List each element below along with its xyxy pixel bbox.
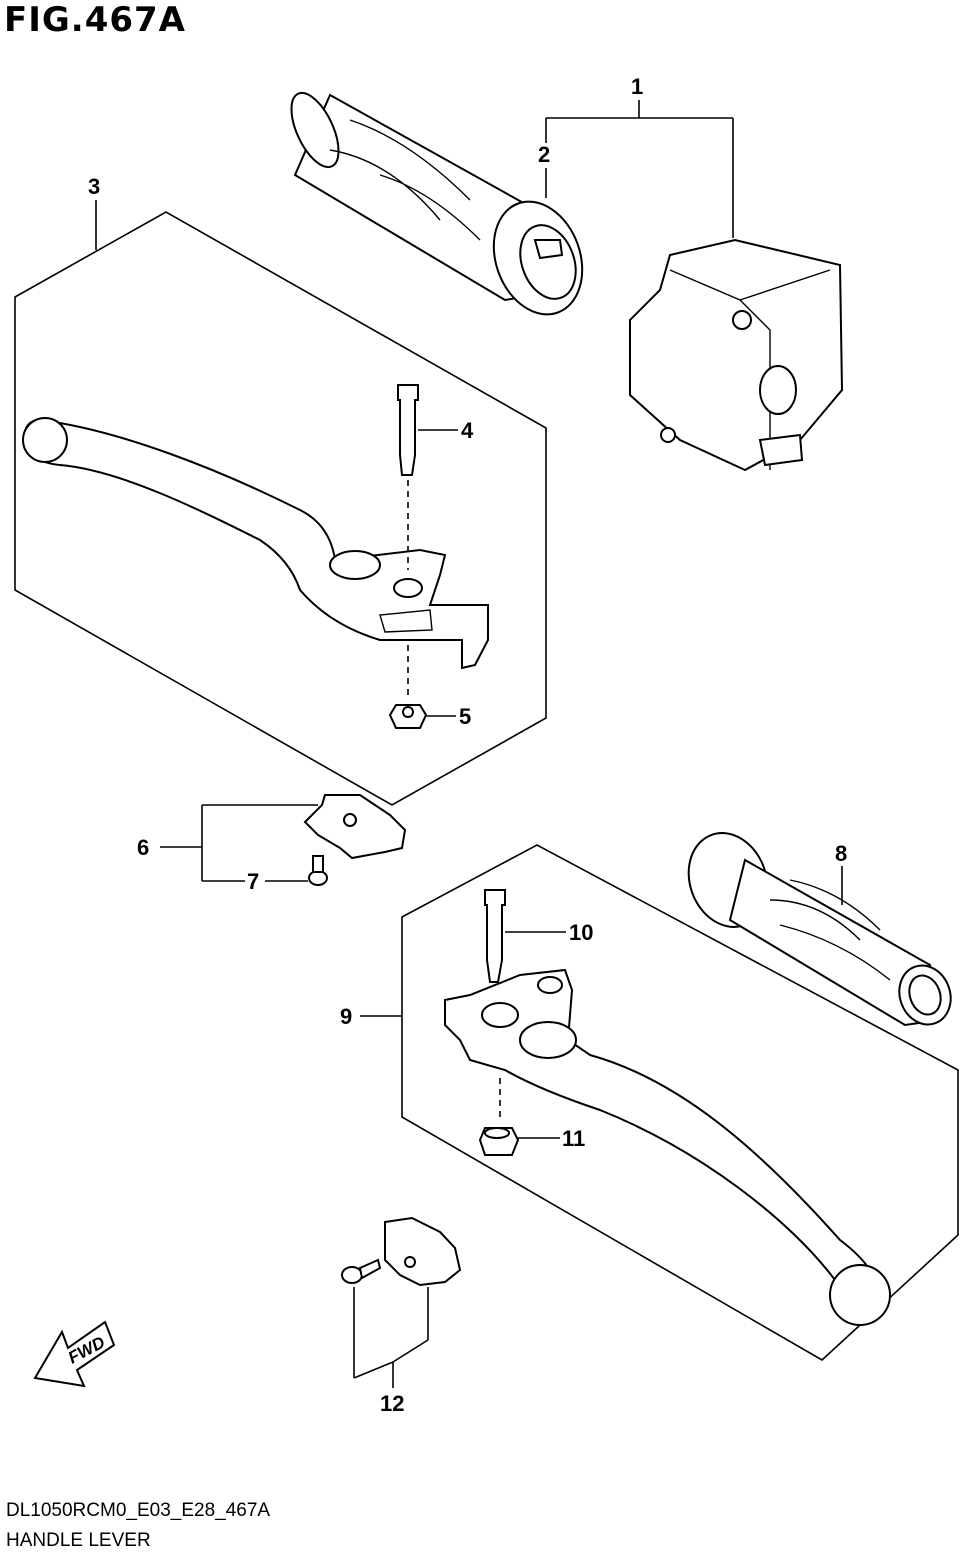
callout-9[interactable]: 9 — [340, 1004, 352, 1029]
callout-2[interactable]: 2 — [538, 142, 550, 167]
clutch-switch[interactable] — [341, 1216, 462, 1287]
callout-4[interactable]: 4 — [461, 418, 474, 443]
callout-7[interactable]: 7 — [247, 869, 259, 894]
callout-1[interactable]: 1 — [631, 74, 643, 99]
clutch-pivot-nut[interactable] — [478, 1078, 520, 1156]
leader-lines — [95, 100, 843, 1388]
figure-name: HANDLE LEVER — [6, 1530, 151, 1551]
throttle-grip[interactable] — [282, 86, 598, 327]
callout-5[interactable]: 5 — [459, 704, 471, 729]
callout-3[interactable]: 3 — [88, 174, 100, 199]
pivot-nut[interactable] — [388, 645, 428, 729]
callout-8[interactable]: 8 — [835, 841, 847, 866]
left-grip[interactable] — [676, 822, 959, 1032]
clutch-lever-frame — [401, 844, 959, 1361]
clutch-lever[interactable] — [444, 968, 891, 1326]
callout-10[interactable]: 10 — [569, 920, 593, 945]
callout-6[interactable]: 6 — [137, 835, 149, 860]
fwd-arrow-icon: FWD — [33, 1320, 116, 1388]
figure-title: FIG.467A — [4, 0, 186, 40]
front-brake-switch[interactable] — [303, 794, 407, 860]
brake-lever-frame — [14, 211, 547, 806]
pivot-bolt[interactable] — [397, 384, 419, 570]
callout-11[interactable]: 11 — [562, 1126, 585, 1151]
callout-12[interactable]: 12 — [380, 1391, 404, 1416]
switch-screw[interactable] — [308, 855, 328, 886]
brake-lever[interactable] — [22, 417, 489, 670]
clutch-pivot-bolt[interactable] — [484, 889, 506, 983]
callout-labels: 1 2 3 4 5 6 7 8 9 10 11 12 — [88, 74, 847, 1416]
switch-housing[interactable] — [629, 238, 844, 472]
model-code: DL1050RCM0_E03_E28_467A — [6, 1500, 271, 1521]
